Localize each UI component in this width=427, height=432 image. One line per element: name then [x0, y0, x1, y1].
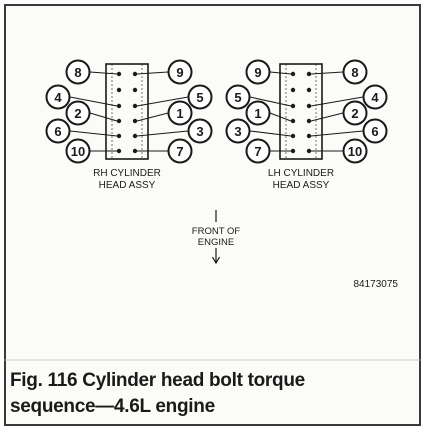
rh-bolt-dot-left — [116, 87, 122, 93]
lh-leader-left — [269, 112, 292, 122]
rh-leader-left — [89, 112, 118, 122]
lh-bolt-number-circle — [342, 100, 368, 126]
rh-bolt-number-4: 4 — [54, 90, 62, 105]
rh-bolt-number-8: 8 — [74, 65, 81, 80]
lh-bolt-dot-left — [290, 148, 296, 154]
lh-bolt-number-5: 5 — [234, 90, 241, 105]
lh-leader-left — [249, 96, 292, 107]
rh-bolt-number-circle — [65, 138, 91, 164]
lh-bolt-dot-right — [306, 118, 312, 124]
lh-bolt-number-9: 9 — [254, 65, 261, 80]
rh-bolt-dot-left — [116, 133, 122, 139]
lh-bolt-number-circle — [362, 84, 388, 110]
rh-bolt-number-10: 10 — [71, 144, 85, 159]
rh-bolt-number-circle — [187, 84, 213, 110]
rh-bolt-dot-right — [132, 133, 138, 139]
rh-bolt-number-circle — [167, 100, 193, 126]
lh-bolt-number-circle — [245, 59, 271, 85]
lh-bolt-dot-left — [290, 133, 296, 139]
lh-bolt-number-circle — [225, 118, 251, 144]
rh-bolt-number-circle — [187, 118, 213, 144]
rh-bolt-dot-left — [116, 118, 122, 124]
lh-bolt-dot-left — [290, 87, 296, 93]
lh-bolt-number-4: 4 — [371, 90, 379, 105]
lh-bolt-number-circle — [342, 138, 368, 164]
rh-leader-left — [69, 96, 118, 107]
rh-bolt-number-2: 2 — [74, 106, 81, 121]
lh-leader-right — [310, 112, 344, 122]
lh-bolt-number-3: 3 — [234, 124, 241, 139]
rh-bolt-number-3: 3 — [196, 124, 203, 139]
rh-bolt-dot-right — [132, 148, 138, 154]
rh-bolt-number-circle — [45, 118, 71, 144]
lh-bolt-dot-right — [306, 103, 312, 109]
rh-head-outline — [105, 63, 149, 160]
rh-bolt-number-5: 5 — [196, 90, 203, 105]
lh-bolt-number-circle — [245, 100, 271, 126]
rh-head-label-line2: HEAD ASSY — [99, 180, 156, 191]
rh-bolt-dot-left — [116, 71, 122, 77]
image-code: 84173075 — [354, 279, 399, 290]
rh-bolt-number-1: 1 — [176, 106, 183, 121]
rh-bolt-dot-right — [132, 87, 138, 93]
lh-bolt-dot-right — [306, 133, 312, 139]
rh-leader-right — [136, 71, 169, 75]
rh-bolt-dot-left — [116, 148, 122, 154]
rh-bolt-number-circle — [45, 84, 71, 110]
rh-bolt-dot-right — [132, 118, 138, 124]
lh-bolt-dot-left — [290, 118, 296, 124]
rh-bolt-number-circle — [65, 100, 91, 126]
lh-bolt-number-circle — [362, 118, 388, 144]
lh-bolt-dot-right — [306, 148, 312, 154]
rh-bolt-number-circle — [65, 59, 91, 85]
lh-bolt-number-1: 1 — [254, 106, 261, 121]
rh-head-label-line1: RH CYLINDER — [93, 168, 161, 179]
lh-bolt-dot-right — [306, 71, 312, 77]
lh-leader-right — [310, 130, 364, 137]
lh-bolt-number-10: 10 — [348, 144, 362, 159]
lh-bolt-dot-right — [306, 87, 312, 93]
lh-bolt-number-6: 6 — [371, 124, 378, 139]
rh-leader-left — [89, 71, 118, 75]
lh-bolt-number-circle — [245, 138, 271, 164]
figure-caption: Fig. 116 Cylinder head bolt torque seque… — [10, 368, 410, 420]
lh-bolt-dot-left — [290, 103, 296, 109]
lh-head-label-line2: HEAD ASSY — [273, 180, 330, 191]
lh-bolt-number-8: 8 — [351, 65, 358, 80]
rh-bolt-dot-right — [132, 71, 138, 77]
rh-leader-right — [136, 96, 189, 107]
rh-bolt-number-circle — [167, 59, 193, 85]
caption-line1: Fig. 116 Cylinder head bolt torque — [10, 370, 305, 391]
lh-bolt-number-7: 7 — [254, 144, 261, 159]
rh-bolt-number-6: 6 — [54, 124, 61, 139]
lh-leader-left — [249, 130, 292, 137]
lh-bolt-number-circle — [342, 59, 368, 85]
front-marker-arrow-icon — [211, 248, 221, 265]
lh-leader-right — [310, 71, 344, 75]
lh-bolt-number-circle — [225, 84, 251, 110]
front-marker-line2: ENGINE — [198, 237, 234, 248]
rh-bolt-dot-left — [116, 103, 122, 109]
lh-leader-left — [269, 71, 292, 75]
lh-leader-right — [310, 96, 364, 107]
rh-leader-right — [136, 130, 189, 137]
rh-bolt-number-circle — [167, 138, 193, 164]
lh-head-outline — [279, 63, 323, 160]
rh-leader-left — [69, 130, 118, 137]
rh-bolt-number-7: 7 — [176, 144, 183, 159]
front-marker-line1: FRONT OF — [192, 226, 241, 237]
lh-bolt-number-2: 2 — [351, 106, 358, 121]
caption-line2: sequence—4.6L engine — [10, 396, 215, 417]
rh-bolt-number-9: 9 — [176, 65, 183, 80]
lh-head-label-line1: LH CYLINDER — [268, 168, 334, 179]
rh-bolt-dot-right — [132, 103, 138, 109]
lh-bolt-dot-left — [290, 71, 296, 77]
rh-leader-right — [136, 112, 169, 122]
